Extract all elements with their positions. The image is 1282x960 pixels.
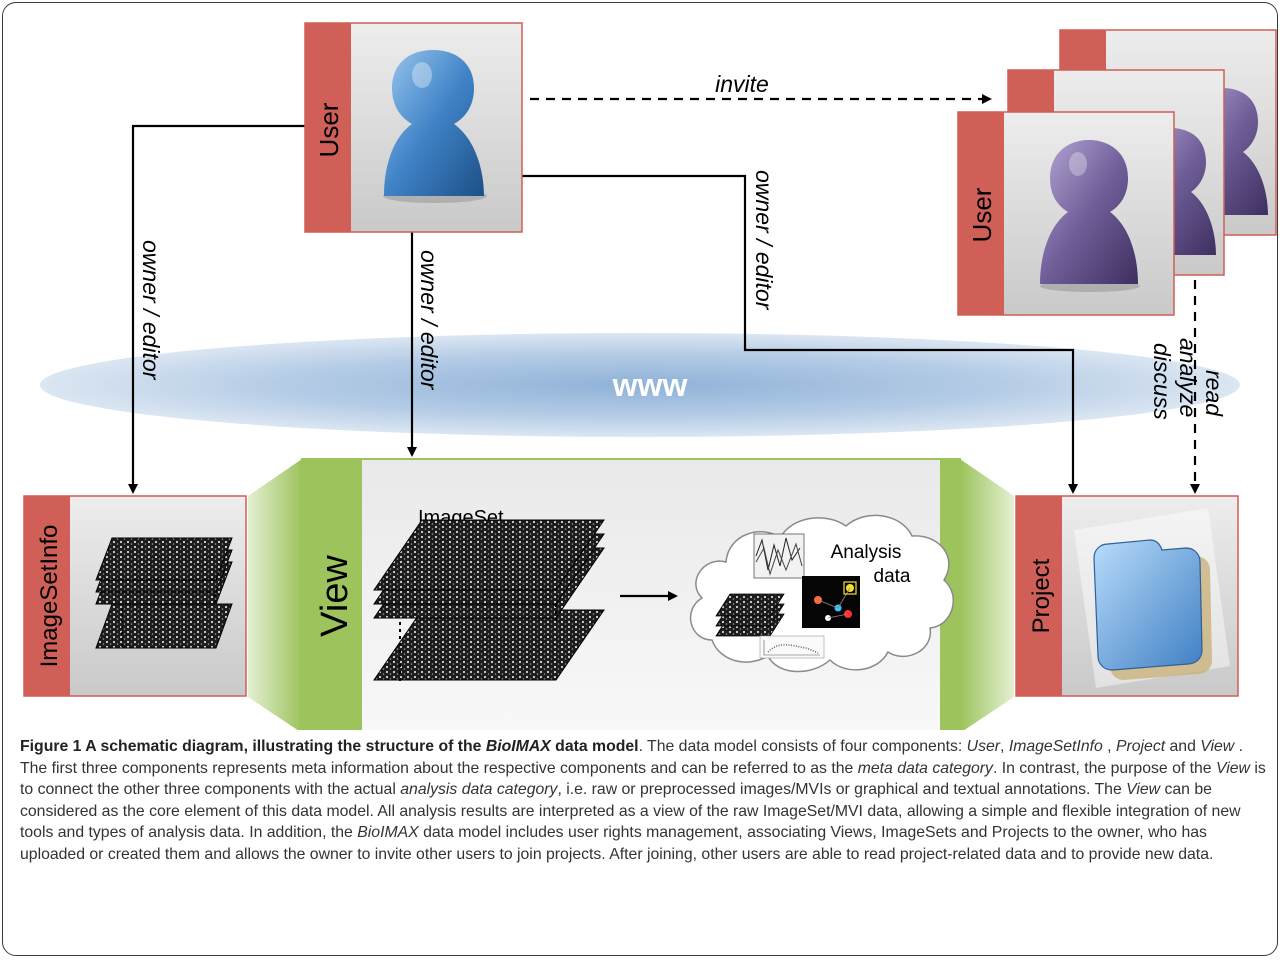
- analysis-plot-icon: [753, 533, 805, 579]
- analysis-data-cloud: Analysis data: [689, 514, 955, 673]
- caption-sep-2: ,: [1102, 738, 1116, 755]
- analysis-mini-stack-icon: [715, 593, 785, 637]
- caption-text-4: is to connect the other three components…: [20, 759, 1266, 799]
- caption-text-5: , i.e. raw or preprocessed images/MVIs o…: [557, 781, 1127, 798]
- caption-title: Figure 1 A schematic diagram, illustrati…: [20, 738, 639, 755]
- caption-term-bioimax: BioIMAX: [357, 824, 419, 841]
- imageset-stack-icon: [373, 519, 605, 682]
- read-label: read: [1201, 370, 1227, 417]
- folder-icon: [1074, 508, 1230, 688]
- data-model-diagram: www invite owner / editor owner / editor…: [23, 22, 1277, 730]
- analysis-scatter-icon: [759, 635, 825, 659]
- caption-text-1: . The data model consists of four compon…: [638, 738, 967, 755]
- imagesetinfo-box: ImageSetInfo: [23, 495, 247, 697]
- analyze-label: analyze: [1175, 338, 1201, 417]
- owner-editor-label-left: owner / editor: [138, 240, 164, 381]
- discuss-label: discuss: [1149, 343, 1175, 420]
- caption-term-view-3: View: [1126, 781, 1161, 798]
- owner-editor-label-right: owner / editor: [751, 170, 777, 311]
- view-box: View ImageSet: [248, 458, 1014, 730]
- connector-user-to-project: [522, 174, 1078, 494]
- invited-users-stack: User: [957, 29, 1277, 316]
- imagesetinfo-stack-icon: [95, 537, 233, 650]
- caption-term-meta: meta data category: [857, 759, 993, 777]
- figure-caption: Figure 1 A schematic diagram, illustrati…: [20, 736, 1270, 865]
- invited-user-label: User: [967, 187, 997, 242]
- caption-title-end: data model: [550, 738, 639, 755]
- project-box: Project: [1015, 495, 1239, 697]
- caption-text-7: data model includes user rights manageme…: [20, 824, 1214, 863]
- caption-term-analysis: analysis data category: [400, 781, 558, 798]
- caption-text-3: . In contrast, the purpose of the: [992, 759, 1216, 777]
- analysis-label-2: data: [874, 566, 911, 587]
- analysis-label-1: Analysis: [831, 542, 902, 563]
- view-label: View: [314, 555, 356, 637]
- imagesetinfo-label: ImageSetInfo: [36, 525, 63, 668]
- caption-term-project: Project: [1115, 738, 1166, 755]
- www-label: www: [612, 367, 688, 403]
- caption-term-view: View: [1200, 738, 1235, 755]
- caption-text-2: . The first three components represents …: [20, 738, 1244, 777]
- caption-title-start: A schematic diagram, illustrating the st…: [85, 738, 486, 755]
- invite-label: invite: [715, 71, 769, 97]
- user-box: User: [304, 22, 523, 233]
- caption-term-view-2: View: [1215, 759, 1250, 777]
- user-label: User: [314, 102, 344, 157]
- user-avatar-icon: [383, 50, 487, 203]
- caption-sep-1: ,: [1000, 738, 1009, 755]
- project-label: Project: [1028, 558, 1055, 633]
- owner-editor-label-center: owner / editor: [416, 250, 442, 391]
- analysis-network-icon: [802, 576, 860, 628]
- caption-title-em: BioIMAX: [485, 738, 551, 755]
- caption-term-imagesetinfo: ImageSetInfo: [1008, 738, 1103, 755]
- invited-user-avatar-icon: [1040, 140, 1140, 292]
- connector-user-to-imagesetinfo: [128, 124, 305, 494]
- figure-number: Figure 1: [20, 738, 82, 755]
- caption-term-user: User: [966, 738, 1001, 755]
- caption-sep-3: and: [1165, 738, 1201, 755]
- caption-text-6: can be considered as the core element of…: [20, 781, 1241, 841]
- www-cloud: www: [40, 333, 1240, 437]
- invited-user-card-front: User: [957, 111, 1175, 316]
